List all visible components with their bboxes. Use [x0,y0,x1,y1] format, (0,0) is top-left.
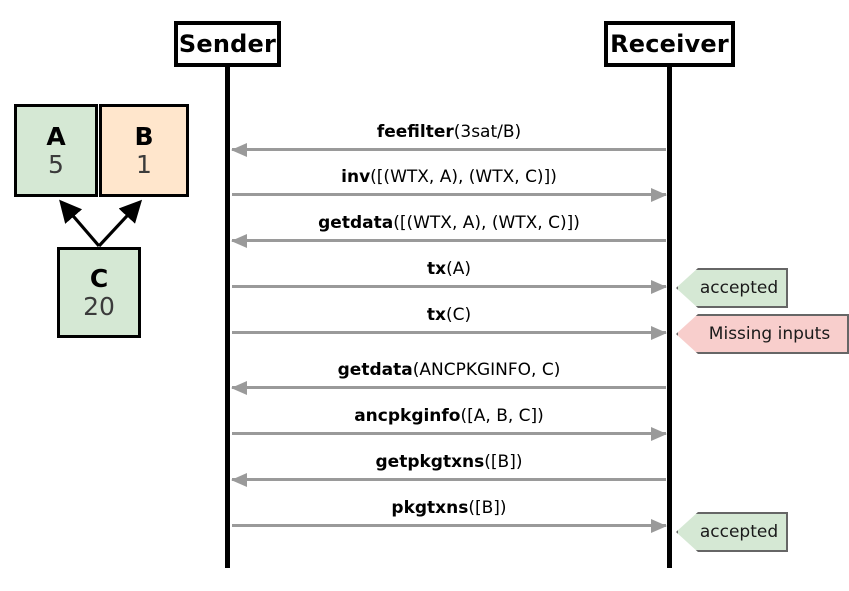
message-args-5: (C) [445,305,472,325]
message-args-2: ([(WTX, A), (WTX, C)]) [370,167,557,187]
message-name-9: pkgtxns [391,498,469,518]
participant-header-sender: Sender [174,21,281,67]
message-line-3 [231,234,666,248]
message-label-3: getdata([(WTX, A), (WTX, C)]) [232,213,666,233]
message-name-3: getdata [318,213,394,233]
transaction-value-c: 20 [83,291,115,321]
message-name-6: getdata [337,360,413,380]
message-name-5: tx [426,305,446,325]
message-line-2 [232,188,667,202]
participant-label-receiver: Receiver [610,30,729,58]
message-label-7: ancpkginfo([A, B, C]) [232,406,666,426]
transaction-box-a: A 5 [14,104,98,197]
message-label-2: inv([(WTX, A), (WTX, C)]) [232,167,666,187]
transaction-label-b: B [134,121,154,151]
message-label-1: feefilter(3sat/B) [232,122,666,142]
message-args-9: ([B]) [468,498,507,518]
message-line-8 [231,473,666,487]
participant-header-receiver: Receiver [604,21,735,67]
message-label-4: tx(A) [232,259,666,279]
status-badge-label: accepted [699,522,779,542]
message-name-4: tx [427,259,447,279]
message-args-6: (ANCPKGINFO, C) [412,360,561,380]
message-label-6: getdata(ANCPKGINFO, C) [232,360,666,380]
message-name-1: feefilter [376,122,454,142]
message-args-7: ([A, B, C]) [460,406,544,426]
message-line-4 [232,280,667,294]
transaction-box-b: B 1 [99,104,189,197]
arrowhead-right-icon [651,326,667,340]
message-args-4: (A) [446,259,471,279]
message-label-5: tx(C) [232,305,666,325]
message-args-8: ([B]) [484,452,523,472]
lifeline-receiver [667,67,672,568]
arrowhead-right-icon [651,427,667,441]
message-name-2: inv [341,167,371,187]
message-label-8: getpkgtxns([B]) [232,452,666,472]
transaction-label-a: A [46,121,66,151]
arrowhead-right-icon [651,280,667,294]
message-line-9 [232,519,667,533]
status-badge-label: accepted [699,278,779,298]
message-args-1: (3sat/B) [453,122,522,142]
arrowhead-left-icon [231,143,247,157]
transaction-value-a: 5 [48,149,64,179]
transaction-value-b: 1 [136,149,152,179]
arrowhead-right-icon [651,519,667,533]
arrowhead-right-icon [651,188,667,202]
message-line-6 [231,381,666,395]
message-line-7 [232,427,667,441]
message-line-5 [232,326,667,340]
dependency-arrow-c-to-a [59,199,101,248]
message-label-9: pkgtxns([B]) [232,498,666,518]
arrowhead-left-icon [231,234,247,248]
status-badge-label: Missing inputs [708,324,831,344]
message-args-3: ([(WTX, A), (WTX, C)]) [393,213,580,233]
message-name-8: getpkgtxns [375,452,485,472]
dependency-arrow-c-to-b [97,199,143,248]
message-line-1 [231,143,666,157]
arrowhead-left-icon [231,473,247,487]
participant-label-sender: Sender [178,30,277,58]
status-badge-accepted-1: accepted [676,268,788,308]
status-badge-accepted-2: accepted [676,512,788,552]
lifeline-sender [225,67,230,568]
transaction-box-c: C 20 [57,247,141,338]
message-name-7: ancpkginfo [354,406,461,426]
transaction-label-c: C [89,263,109,293]
arrowhead-left-icon [231,381,247,395]
status-badge-missing-inputs: Missing inputs [676,314,849,354]
